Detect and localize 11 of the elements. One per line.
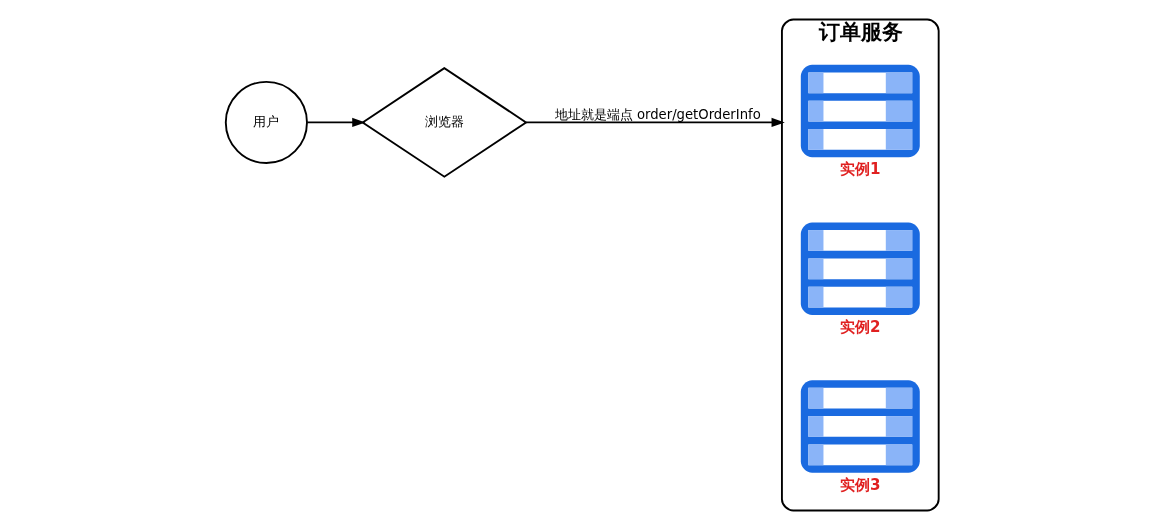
node-box [800, 64, 920, 158]
node-circle: 用户 [224, 80, 308, 164]
node-box [800, 222, 920, 316]
node-label: 实例3 [840, 475, 881, 494]
node-label: 实例2 [840, 317, 881, 336]
node-diamond: 浏览器 [361, 67, 528, 178]
node-box [800, 380, 920, 473]
edge-label: 地址就是端点 order/getOrderInfo [554, 106, 761, 122]
arrow [306, 117, 366, 128]
node-label: 实例1 [840, 160, 881, 179]
arrow [525, 117, 785, 128]
